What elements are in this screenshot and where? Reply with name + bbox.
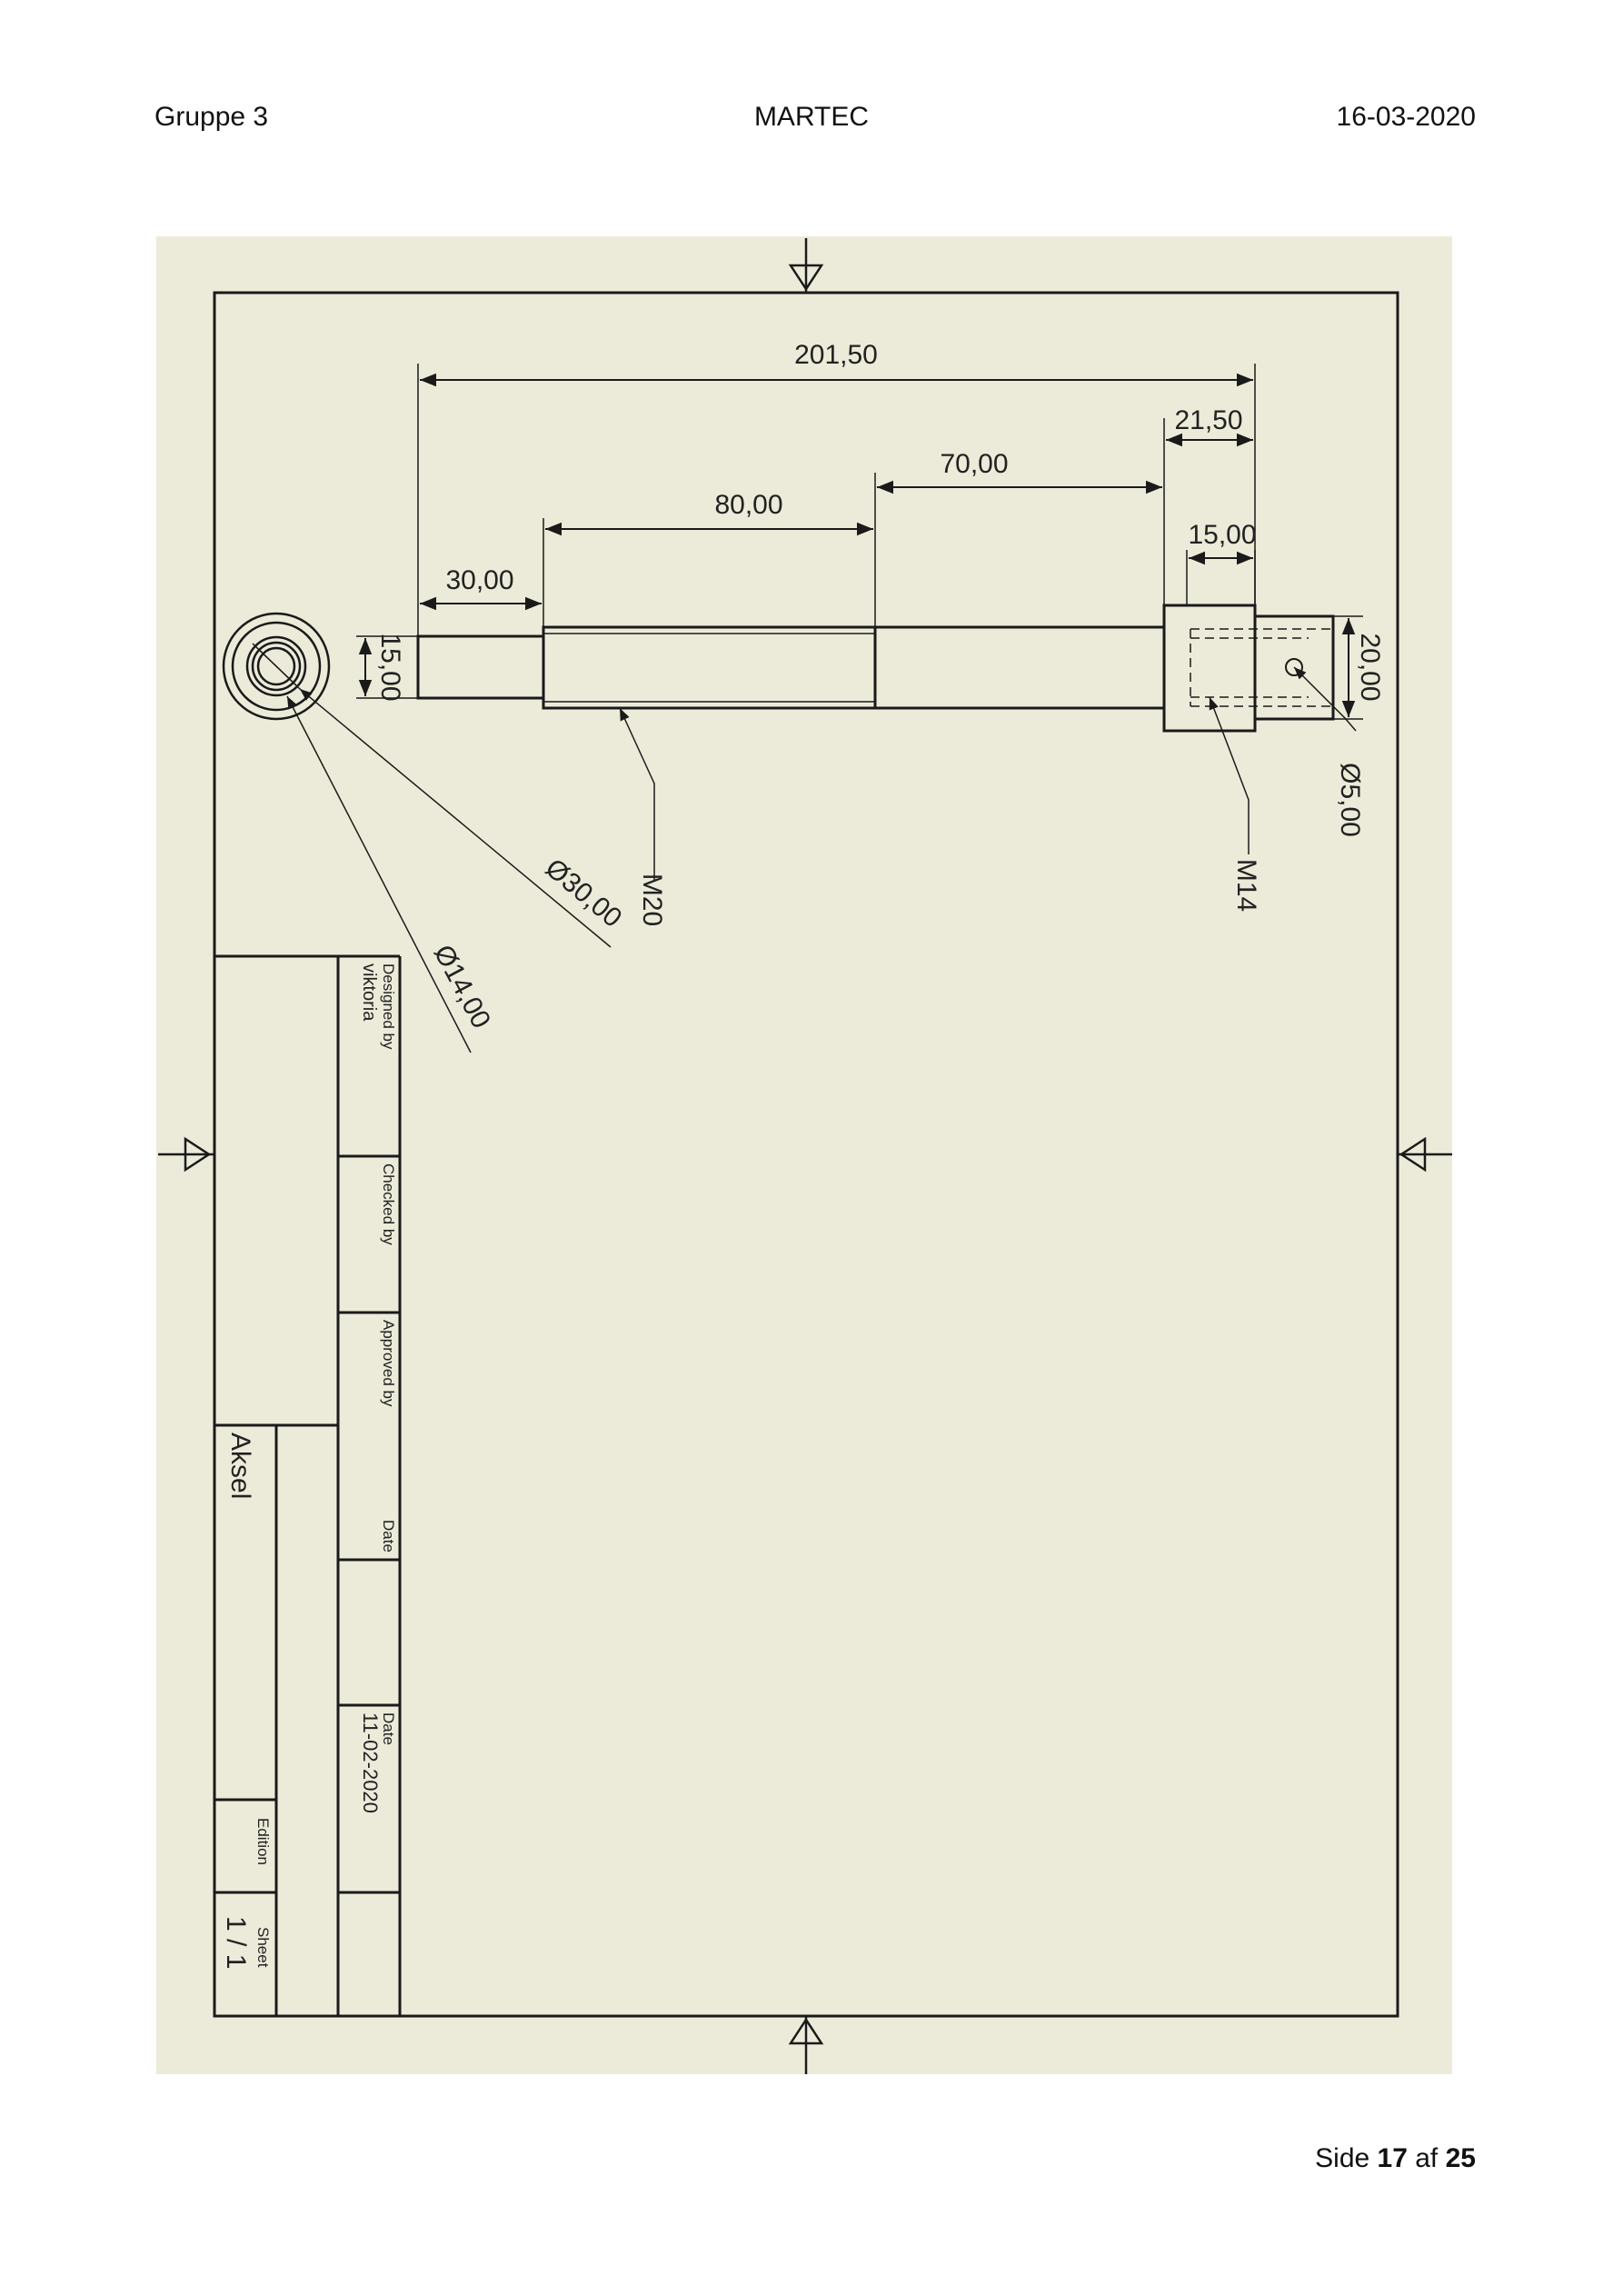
dim-21-5: 21,50	[1174, 405, 1242, 435]
shaft-side-view	[416, 604, 1335, 733]
extension-lines	[356, 364, 1363, 720]
end-view	[222, 612, 331, 721]
designed-by-label: Designed by	[380, 963, 397, 1050]
date-label-1: Date	[380, 1520, 397, 1552]
header-title: MARTEC	[753, 102, 870, 132]
footer-prefix: Side	[1315, 2143, 1370, 2173]
dim-15: 15,00	[1188, 520, 1256, 550]
footer-separator: af	[1415, 2143, 1439, 2173]
header-group: Gruppe 3	[154, 102, 269, 132]
dim-total-length: 201,50	[794, 340, 878, 370]
footer-total-pages: 25	[1445, 2143, 1476, 2173]
designed-by-value: viktoria	[359, 963, 379, 1022]
dim-70: 70,00	[940, 449, 1008, 479]
dim-dia-15: 15,00	[375, 633, 405, 701]
dim-80: 80,00	[714, 490, 782, 520]
footer-page-number: 17	[1377, 2143, 1408, 2173]
centering-marks	[158, 238, 1452, 2074]
dimension-lines	[358, 373, 1356, 717]
sheet-label: Sheet	[254, 1927, 272, 1968]
page-footer: Side 17 af 25	[1315, 2143, 1476, 2174]
dim-thread-m14: M14	[1231, 859, 1261, 912]
dim-hole-5: Ø5,00	[1335, 763, 1365, 837]
edition-label: Edition	[254, 1818, 272, 1865]
title-block	[214, 954, 402, 2016]
header-date: 16-03-2020	[1336, 102, 1476, 132]
dim-30: 30,00	[445, 565, 513, 595]
date-label-2: Date	[380, 1712, 397, 1745]
sheet-value: 1 / 1	[221, 1916, 251, 1969]
drawing-title: Aksel	[225, 1433, 255, 1499]
checked-by-label: Checked by	[380, 1163, 397, 1245]
dim-thread-m20: M20	[637, 873, 667, 926]
approved-by-label: Approved by	[380, 1320, 397, 1407]
date-value: 11-02-2020	[359, 1712, 382, 1813]
leader-lines	[286, 666, 1357, 1053]
dim-dia-20: 20,00	[1355, 633, 1385, 701]
